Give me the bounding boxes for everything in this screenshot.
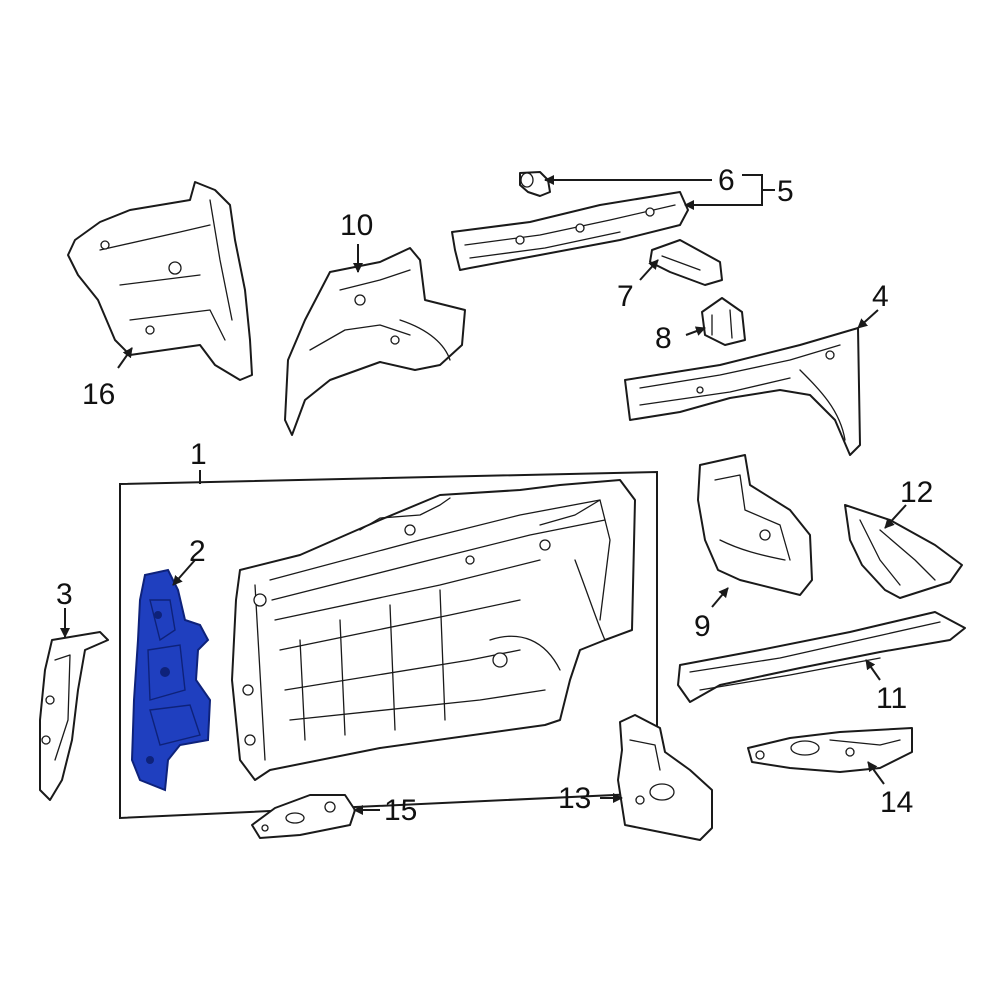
callout-10[interactable]: 10 [340,209,373,242]
part-4-upper-rail[interactable] [624,327,861,456]
callout-12[interactable]: 12 [900,476,933,509]
callout-5[interactable]: 5 [777,175,794,208]
callout-11[interactable]: 11 [876,682,907,715]
part-14-lower-bracket[interactable] [747,727,913,773]
part-1-apron-assembly[interactable] [231,479,636,781]
callout-6[interactable]: 6 [718,164,735,197]
callout-13[interactable]: 13 [558,782,591,815]
callout-labels: 1 2 3 4 5 6 7 8 9 10 11 12 13 14 15 16 [56,164,933,827]
part-11-lower-rail[interactable] [677,611,966,703]
part-13-side-bracket[interactable] [617,714,713,841]
part-12-bracket[interactable] [844,504,963,599]
callout-15[interactable]: 15 [384,794,417,827]
part-3-pillar[interactable] [39,631,109,801]
part-16-upper-panel[interactable] [67,181,253,381]
callout-8[interactable]: 8 [655,322,672,355]
callout-2[interactable]: 2 [189,535,206,568]
callout-14[interactable]: 14 [880,786,913,819]
leader-lines [60,174,907,815]
part-8-small-bracket[interactable] [701,297,746,346]
callout-16[interactable]: 16 [82,378,115,411]
part-5-rail-assembly[interactable] [451,191,689,271]
callout-4[interactable]: 4 [872,280,889,313]
part-15-plate[interactable] [251,794,356,839]
part-9-wheelhouse[interactable] [697,454,813,596]
callout-3[interactable]: 3 [56,578,73,611]
part-7-bracket[interactable] [649,239,723,286]
callout-9[interactable]: 9 [694,610,711,643]
part-6-fastener[interactable] [519,171,551,197]
part-10-upper-apron[interactable] [284,247,466,436]
part-2-highlighted-reinforcement[interactable] [130,568,212,792]
callout-1[interactable]: 1 [190,438,207,471]
callout-7[interactable]: 7 [617,280,634,313]
